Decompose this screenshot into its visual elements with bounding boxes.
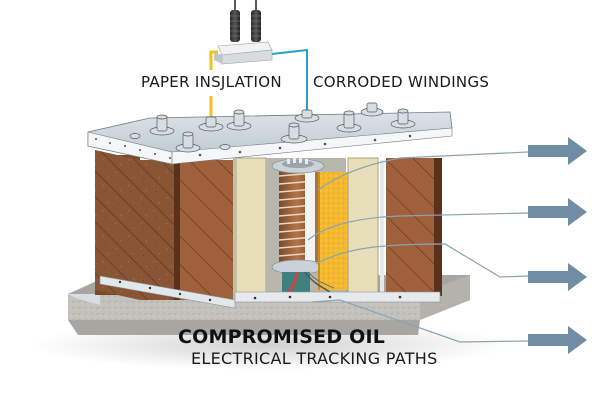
wire-yellow — [209, 50, 218, 70]
label-compromised-oil: COMPROMISED OIL — [178, 326, 386, 348]
yellow-insulation — [320, 172, 348, 290]
leader-line-3 — [315, 243, 529, 278]
wire-blue — [271, 48, 308, 122]
label-corroded-windings: CORRODED WINDINGS — [313, 73, 490, 91]
leader-line-1 — [317, 151, 529, 191]
label-paper-insulation: PAPER INSJLATION — [141, 73, 282, 91]
leader-line-2 — [307, 212, 529, 241]
insulation-panel-right — [347, 157, 379, 294]
callout-arrows — [528, 137, 587, 354]
coil-winding — [271, 158, 325, 275]
leader-lines — [307, 151, 529, 343]
core-right-front — [386, 158, 434, 296]
arrow-3 — [528, 263, 587, 291]
terminal-block — [214, 0, 273, 65]
leader-line-4 — [311, 299, 529, 343]
arrow-2 — [528, 198, 587, 226]
lid-bushings — [129, 102, 416, 153]
core-left-side-shade — [95, 150, 140, 300]
core-left-front — [140, 160, 180, 300]
tank-lid — [87, 111, 453, 165]
label-electrical-tracking-paths: ELECTRICAL TRACKING PATHS — [191, 349, 438, 368]
arrow-1 — [528, 137, 587, 165]
insulation-panel-left — [235, 157, 267, 294]
arrow-4 — [528, 326, 587, 354]
base-rail — [99, 275, 441, 309]
